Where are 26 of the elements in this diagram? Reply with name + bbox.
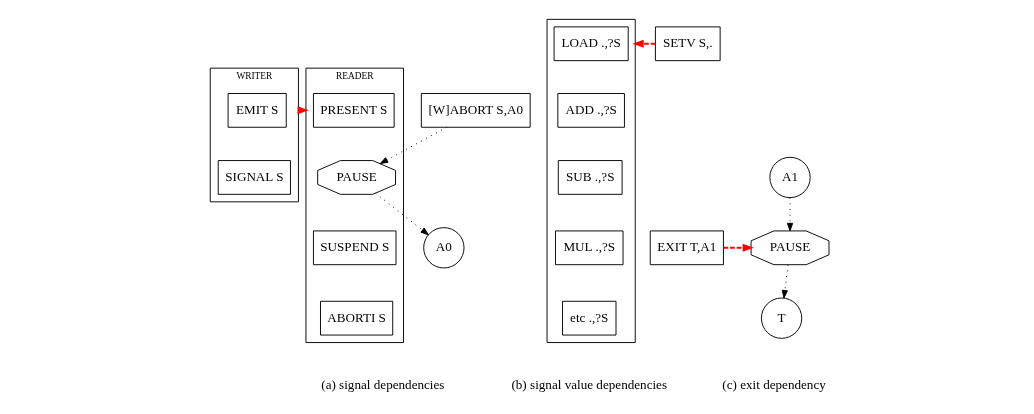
arrow: [722, 243, 754, 252]
node-box: [W]ABORT S,A0: [420, 93, 531, 128]
node-box: EMIT S: [227, 93, 287, 128]
arrow: [631, 39, 656, 48]
node-box: SUB .,?S: [557, 160, 623, 195]
node-box: MUL .,?S: [554, 230, 623, 266]
arrow: [781, 264, 788, 299]
arrow: [379, 126, 447, 165]
label: (c) exit dependency: [721, 376, 826, 392]
node-circle: A1: [768, 156, 811, 199]
node-box: etc .,?S: [561, 300, 616, 336]
cluster: [546, 18, 636, 344]
node-box: EXIT T,A1: [649, 230, 724, 266]
node-box: PRESENT S: [312, 93, 395, 128]
node-box: LOAD .,?S: [553, 26, 629, 62]
node-circle: T: [760, 297, 802, 339]
node-box: ADD .,?S: [556, 93, 625, 128]
node-box: SUSPEND S: [312, 230, 396, 266]
label: (a) signal dependencies: [320, 376, 444, 392]
node-box: ABORTI S: [319, 300, 393, 336]
node-box: SETV S,.: [654, 26, 721, 62]
node-circle: A0: [422, 227, 464, 269]
arrow: [786, 197, 793, 232]
node-box: SIGNAL S: [217, 160, 291, 195]
arrow: [374, 192, 429, 236]
label: (b) signal value dependencies: [510, 376, 667, 392]
